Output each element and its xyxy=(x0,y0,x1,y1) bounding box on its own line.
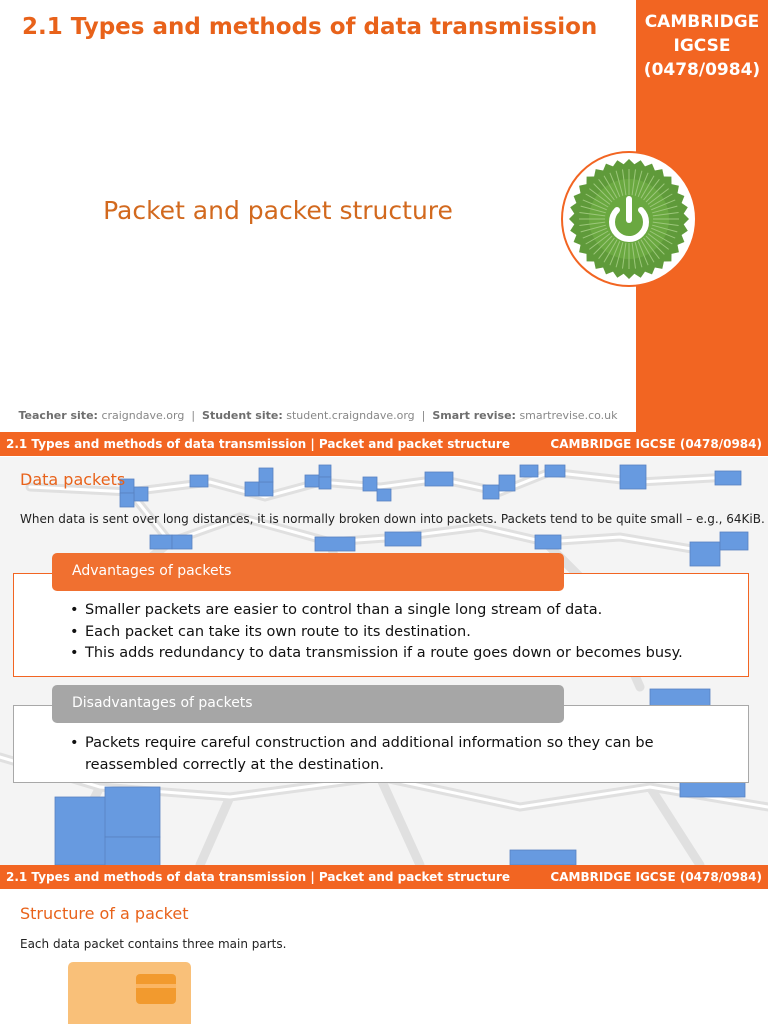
smart-revise-label: Smart revise: xyxy=(432,409,516,422)
header-course: CAMBRIDGE IGCSE (0478/0984) xyxy=(550,437,762,451)
header-title: 2.1 Types and methods of data transmissi… xyxy=(6,437,510,451)
advantages-title: Advantages of packets xyxy=(72,563,232,579)
list-item: Packets require careful construction and… xyxy=(70,733,690,776)
list-item: Each packet can take its own route to it… xyxy=(70,622,683,644)
header-title: 2.1 Types and methods of data transmissi… xyxy=(6,870,510,884)
course-line-3: (0478/0984) xyxy=(643,60,761,80)
course-line-1: CAMBRIDGE xyxy=(644,12,760,32)
teacher-site-value[interactable]: craigndave.org xyxy=(101,409,185,422)
intro-text: When data is sent over long distances, i… xyxy=(20,512,765,526)
packet-card-icon xyxy=(68,962,191,1024)
advantages-tab: Advantages of packets xyxy=(52,553,564,591)
power-button-icon xyxy=(560,150,698,288)
list-item: This adds redundancy to data transmissio… xyxy=(70,643,683,665)
disadvantages-tab: Disadvantages of packets xyxy=(52,685,564,723)
packet-structure-slide: Structure of a packet Each data packet c… xyxy=(0,890,768,1024)
section-heading: Structure of a packet xyxy=(20,904,189,923)
footer-separator: | xyxy=(421,409,426,422)
header-course: CAMBRIDGE IGCSE (0478/0984) xyxy=(550,870,762,884)
course-code: CAMBRIDGE IGCSE (0478/0984) xyxy=(636,10,768,82)
student-site-value[interactable]: student.craigndave.org xyxy=(286,409,415,422)
list-item: Smaller packets are easier to control th… xyxy=(70,600,683,622)
slide-title: 2.1 Types and methods of data transmissi… xyxy=(22,14,598,40)
slide-subtitle: Packet and packet structure xyxy=(103,196,453,225)
site-footer: Teacher site: craigndave.org | Student s… xyxy=(0,409,636,422)
title-slide: 2.1 Types and methods of data transmissi… xyxy=(0,0,768,432)
advantages-list: Smaller packets are easier to control th… xyxy=(70,600,683,665)
slide-header: 2.1 Types and methods of data transmissi… xyxy=(0,432,768,456)
disadvantages-title: Disadvantages of packets xyxy=(72,695,253,711)
data-packets-slide: Data packets When data is sent over long… xyxy=(0,457,768,865)
disadvantages-list: Packets require careful construction and… xyxy=(70,733,690,776)
card-chip-icon xyxy=(136,974,176,1004)
teacher-site-label: Teacher site: xyxy=(18,409,98,422)
section-heading: Data packets xyxy=(20,470,126,489)
slide-header: 2.1 Types and methods of data transmissi… xyxy=(0,865,768,889)
footer-separator: | xyxy=(191,409,196,422)
body-text: Each data packet contains three main par… xyxy=(20,937,287,951)
smart-revise-value[interactable]: smartrevise.co.uk xyxy=(519,409,618,422)
student-site-label: Student site: xyxy=(202,409,283,422)
course-line-2: IGCSE xyxy=(673,36,731,56)
